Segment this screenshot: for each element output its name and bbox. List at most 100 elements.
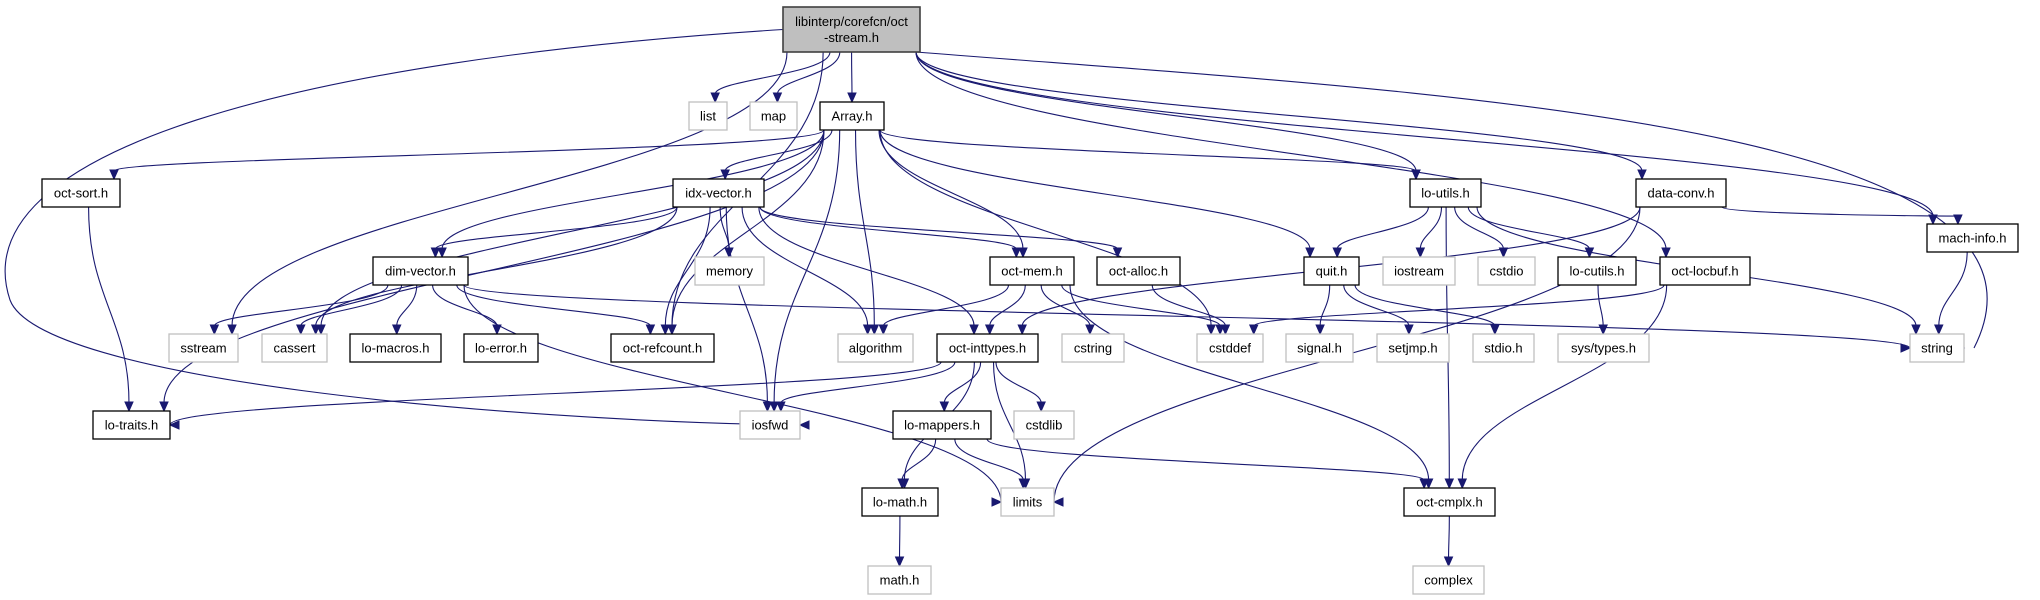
node-cstddef[interactable]: cstddef (1196, 333, 1264, 363)
node-array-h[interactable]: Array.h (819, 101, 885, 131)
node-box (672, 178, 765, 208)
arrowhead-icon (897, 478, 907, 490)
node-algorithm[interactable]: algorithm (837, 333, 914, 363)
node-cstdio[interactable]: cstdio (1477, 256, 1536, 286)
node-box (1061, 333, 1125, 363)
node-dim-vector-h[interactable]: dim-vector.h (372, 256, 469, 286)
edge-octinttypes-to-lotraits (168, 361, 942, 430)
node-label: complex (1424, 573, 1473, 588)
edge-line (1253, 284, 1665, 327)
edge-line (4, 28, 791, 426)
node-lo-utils-h[interactable]: lo-utils.h (1409, 178, 1482, 208)
node-label: sys/types.h (1571, 341, 1636, 356)
arrowhead-icon (1018, 478, 1028, 490)
node-iosfwd[interactable]: iosfwd (739, 410, 801, 440)
node-box (861, 487, 939, 517)
edge-line (758, 206, 975, 327)
node-stdio-h[interactable]: stdio.h (1472, 333, 1535, 363)
node-quit-h[interactable]: quit.h (1303, 256, 1360, 286)
edge-octcmplx-to-complex (1443, 515, 1454, 568)
arrowhead-icon (710, 92, 720, 104)
edge-array-to-octrefcount (667, 129, 825, 336)
node-sys-types-h[interactable]: sys/types.h (1557, 333, 1650, 363)
arrowhead-icon (969, 324, 979, 336)
node-label: lo-utils.h (1421, 186, 1469, 201)
arrowhead-icon (310, 324, 321, 336)
node-oct-inttypes-h[interactable]: oct-inttypes.h (936, 333, 1039, 363)
edge-line (741, 206, 869, 327)
arrowhead-icon (1457, 478, 1468, 490)
arrowhead-icon (1085, 324, 1095, 336)
arrowhead-icon (1934, 324, 1944, 336)
node-oct-cmplx-h[interactable]: oct-cmplx.h (1403, 487, 1496, 517)
node-cstring[interactable]: cstring (1061, 333, 1125, 363)
node-lo-math-h[interactable]: lo-math.h (861, 487, 939, 517)
node-lo-mappers-h[interactable]: lo-mappers.h (892, 410, 992, 440)
node-iostream[interactable]: iostream (1382, 256, 1456, 286)
node-oct-sort-h[interactable]: oct-sort.h (41, 178, 121, 208)
node-label: libinterp/corefcn/oct (795, 14, 908, 29)
edge-line (989, 284, 1026, 327)
node-lo-macros-h[interactable]: lo-macros.h (349, 333, 442, 363)
node-lo-cutils-h[interactable]: lo-cutils.h (1557, 256, 1637, 286)
arrowhead-icon (776, 401, 786, 413)
node-sstream[interactable]: sstream (168, 333, 239, 363)
edge-line (878, 129, 1024, 250)
edge-idxvector-to-cassert (310, 206, 678, 336)
edge-idxvector-to-octinttypes (758, 206, 979, 336)
node-math-h[interactable]: math.h (867, 565, 932, 595)
node-limits[interactable]: limits (1000, 487, 1055, 517)
node-libinterp-corefcn-oct-stream-h[interactable]: libinterp/corefcn/oct-stream.h (782, 6, 921, 53)
node-box (739, 410, 801, 440)
node-lo-error-h[interactable]: lo-error.h (463, 333, 539, 363)
node-list[interactable]: list (688, 101, 728, 131)
node-oct-locbuf-h[interactable]: oct-locbuf.h (1659, 256, 1751, 286)
node-oct-mem-h[interactable]: oct-mem.h (989, 256, 1075, 286)
node-label: signal.h (1297, 341, 1342, 356)
node-label: algorithm (849, 341, 902, 356)
node-cstdlib[interactable]: cstdlib (1013, 410, 1075, 440)
node-box (1926, 223, 2019, 253)
node-oct-refcount-h[interactable]: oct-refcount.h (610, 333, 715, 363)
node-box (1557, 256, 1637, 286)
node-label: lo-error.h (475, 341, 527, 356)
arrowhead-icon (645, 324, 656, 336)
node-box (372, 256, 469, 286)
node-oct-alloc-h[interactable]: oct-alloc.h (1096, 256, 1181, 286)
edge-line (714, 51, 831, 95)
node-idx-vector-h[interactable]: idx-vector.h (672, 178, 765, 208)
edge-line (759, 206, 1119, 250)
arrowhead-icon (772, 92, 783, 104)
node-mach-info-h[interactable]: mach-info.h (1926, 223, 2019, 253)
node-cassert[interactable]: cassert (261, 333, 328, 363)
arrowhead-icon (720, 169, 730, 181)
arrowhead-icon (798, 420, 810, 430)
edge-line (776, 51, 841, 95)
edge-line (1336, 206, 1429, 250)
node-string[interactable]: string (1909, 333, 1965, 363)
node-box (1196, 333, 1264, 363)
node-label: lo-traits.h (105, 418, 158, 433)
node-setjmp-h[interactable]: setjmp.h (1376, 333, 1450, 363)
arrowhead-icon (769, 401, 779, 413)
edge-line (88, 206, 130, 404)
edge-dimvector-to-string (463, 284, 1912, 353)
edge-lomappers-to-limits (954, 438, 1028, 490)
node-complex[interactable]: complex (1412, 565, 1485, 595)
edge-idxvector-to-algorithm (741, 206, 873, 336)
node-label: cstddef (1209, 341, 1251, 356)
edge-array-to-loutils (879, 129, 1421, 181)
edge-line (300, 284, 403, 327)
edge-dimvector-to-octrefcount (456, 284, 656, 336)
edge-dimvector-to-limits (463, 284, 1003, 507)
node-lo-traits-h[interactable]: lo-traits.h (92, 410, 171, 440)
node-map[interactable]: map (749, 101, 798, 131)
edge-line (231, 51, 788, 327)
node-memory[interactable]: memory (694, 256, 765, 286)
edge-line (986, 438, 1425, 481)
edge-line (1151, 284, 1226, 327)
node-data-conv-h[interactable]: data-conv.h (1635, 178, 1727, 208)
node-signal-h[interactable]: signal.h (1285, 333, 1354, 363)
